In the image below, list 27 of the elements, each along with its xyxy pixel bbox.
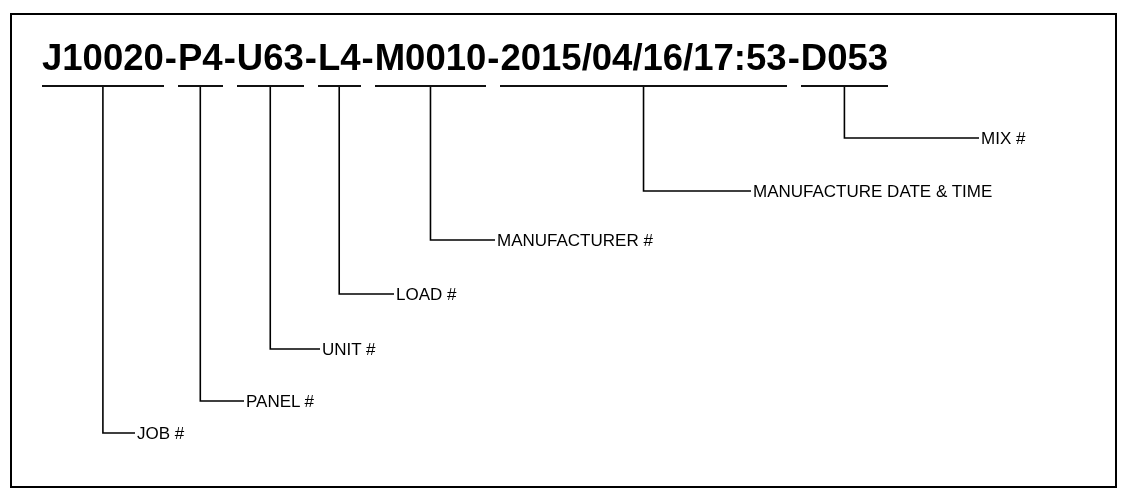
separator: - (787, 40, 800, 77)
code-segment: J10020 (42, 40, 164, 87)
code-segment: L4 (317, 40, 361, 87)
field-label: UNIT # (322, 340, 376, 358)
leader-line (429, 85, 496, 241)
code-segment: 2015/04/16/17:53 (500, 40, 787, 87)
field-label: MIX # (981, 129, 1026, 147)
separator: - (164, 40, 177, 77)
leader-line (843, 85, 980, 139)
leader-line (642, 85, 752, 192)
field-label: MANUFACTURE DATE & TIME (753, 182, 993, 200)
leader-line (102, 85, 136, 434)
separator: - (361, 40, 374, 77)
separator: - (304, 40, 317, 77)
separator: - (487, 40, 500, 77)
leader-line (269, 85, 321, 350)
code-segment: M0010 (374, 40, 487, 87)
leader-line (199, 85, 245, 402)
separator: - (223, 40, 236, 77)
code-segment: U63 (236, 40, 304, 87)
leader-line (338, 85, 395, 295)
field-label: JOB # (137, 424, 185, 442)
field-label: LOAD # (396, 285, 457, 303)
field-label: PANEL # (246, 392, 315, 410)
code-segment: P4 (177, 40, 223, 87)
field-label: MANUFACTURER # (497, 231, 653, 249)
code-segment: D053 (800, 40, 889, 87)
